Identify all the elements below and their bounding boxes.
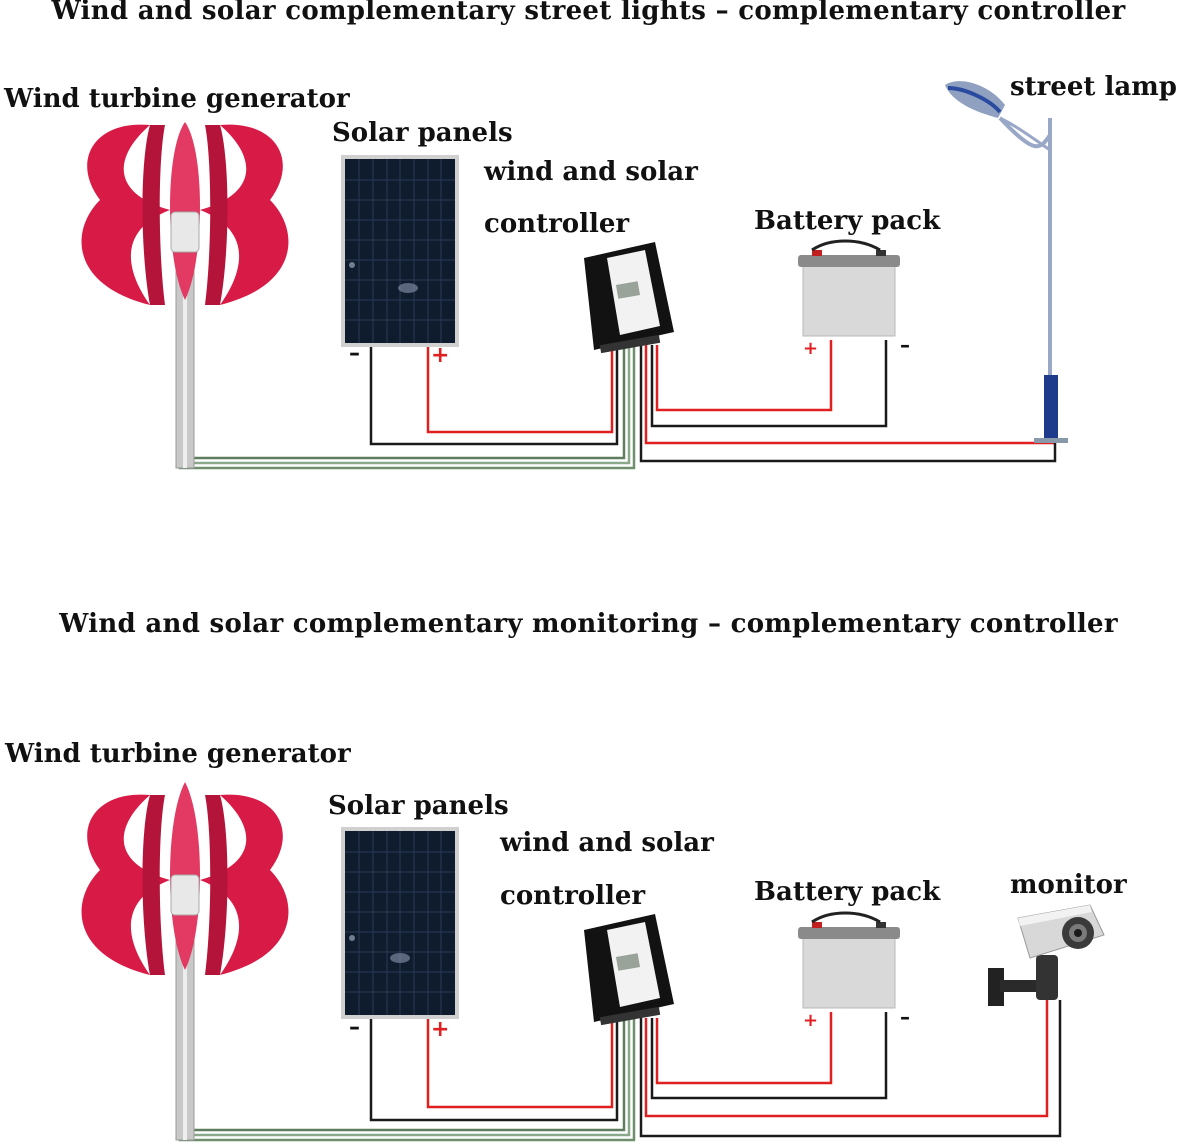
diagram1-wind-turbine-label: Wind turbine generator xyxy=(4,84,350,114)
diagram1-load-negative-wire xyxy=(639,345,1057,463)
diagram1-battery-label: Battery pack xyxy=(754,206,941,236)
diagram1-title: Wind and solar complementary street ligh… xyxy=(51,0,1126,26)
diagram2-svg: – + + – xyxy=(81,782,1105,1142)
diagram2-solar-negative-sign: – xyxy=(349,1015,360,1040)
diagram1-battery-negative-sign: – xyxy=(900,333,910,357)
diagram2-solar-negative-wire xyxy=(369,1018,619,1122)
diagram2-wind-turbine-label: Wind turbine generator xyxy=(5,739,351,769)
diagram1-battery-positive-wire xyxy=(655,340,833,412)
solar-panel-icon xyxy=(341,155,459,347)
controller-icon xyxy=(584,242,674,354)
diagram2-battery-negative-wire xyxy=(650,1012,888,1100)
diagram1-svg: – + + – xyxy=(81,81,1068,470)
diagram2-solar-panels-label: Solar panels xyxy=(328,791,509,821)
diagram2-controller-label-line2: controller xyxy=(500,881,646,911)
diagram1-controller-label-line1: wind and solar xyxy=(484,157,698,187)
diagram2-solar-positive-sign: + xyxy=(431,1017,449,1042)
security-camera-icon xyxy=(988,904,1105,1006)
diagram2-battery-positive-wire xyxy=(655,1012,833,1085)
diagram2-battery-positive-sign: + xyxy=(803,1010,818,1031)
diagram2-title: Wind and solar complementary monitoring … xyxy=(59,609,1118,639)
diagram1-controller-label-line2: controller xyxy=(484,209,630,239)
battery-icon xyxy=(798,911,900,1009)
diagram1-load-positive-wire xyxy=(644,345,1055,445)
diagram1-solar-negative-wire xyxy=(369,345,619,446)
street-lamp-icon xyxy=(945,81,1068,443)
diagram1-solar-negative-sign: – xyxy=(349,341,360,366)
diagram1-battery-negative-wire xyxy=(650,340,888,428)
wind-turbine-icon xyxy=(81,782,289,1141)
diagram1-battery-positive-sign: + xyxy=(803,338,818,359)
solar-panel-icon xyxy=(341,827,459,1019)
diagram2-load-positive-wire xyxy=(644,1000,1049,1118)
diagram1-solar-panels-label: Solar panels xyxy=(332,118,513,148)
diagram2-load-negative-wire xyxy=(639,1000,1062,1138)
diagram1-solar-positive-wire xyxy=(426,345,614,434)
diagram2-controller-label-line1: wind and solar xyxy=(500,828,714,858)
wind-turbine-icon xyxy=(81,122,289,469)
diagram2-monitor-label: monitor xyxy=(1010,870,1127,900)
battery-icon xyxy=(798,239,900,337)
diagram2-solar-positive-wire xyxy=(426,1018,614,1109)
diagram1-solar-positive-sign: + xyxy=(431,343,449,368)
diagram2-battery-label: Battery pack xyxy=(754,877,941,907)
controller-icon xyxy=(584,914,674,1026)
diagram2-battery-negative-sign: – xyxy=(900,1005,910,1029)
diagram1-street-lamp-label: street lamp xyxy=(1010,72,1177,102)
